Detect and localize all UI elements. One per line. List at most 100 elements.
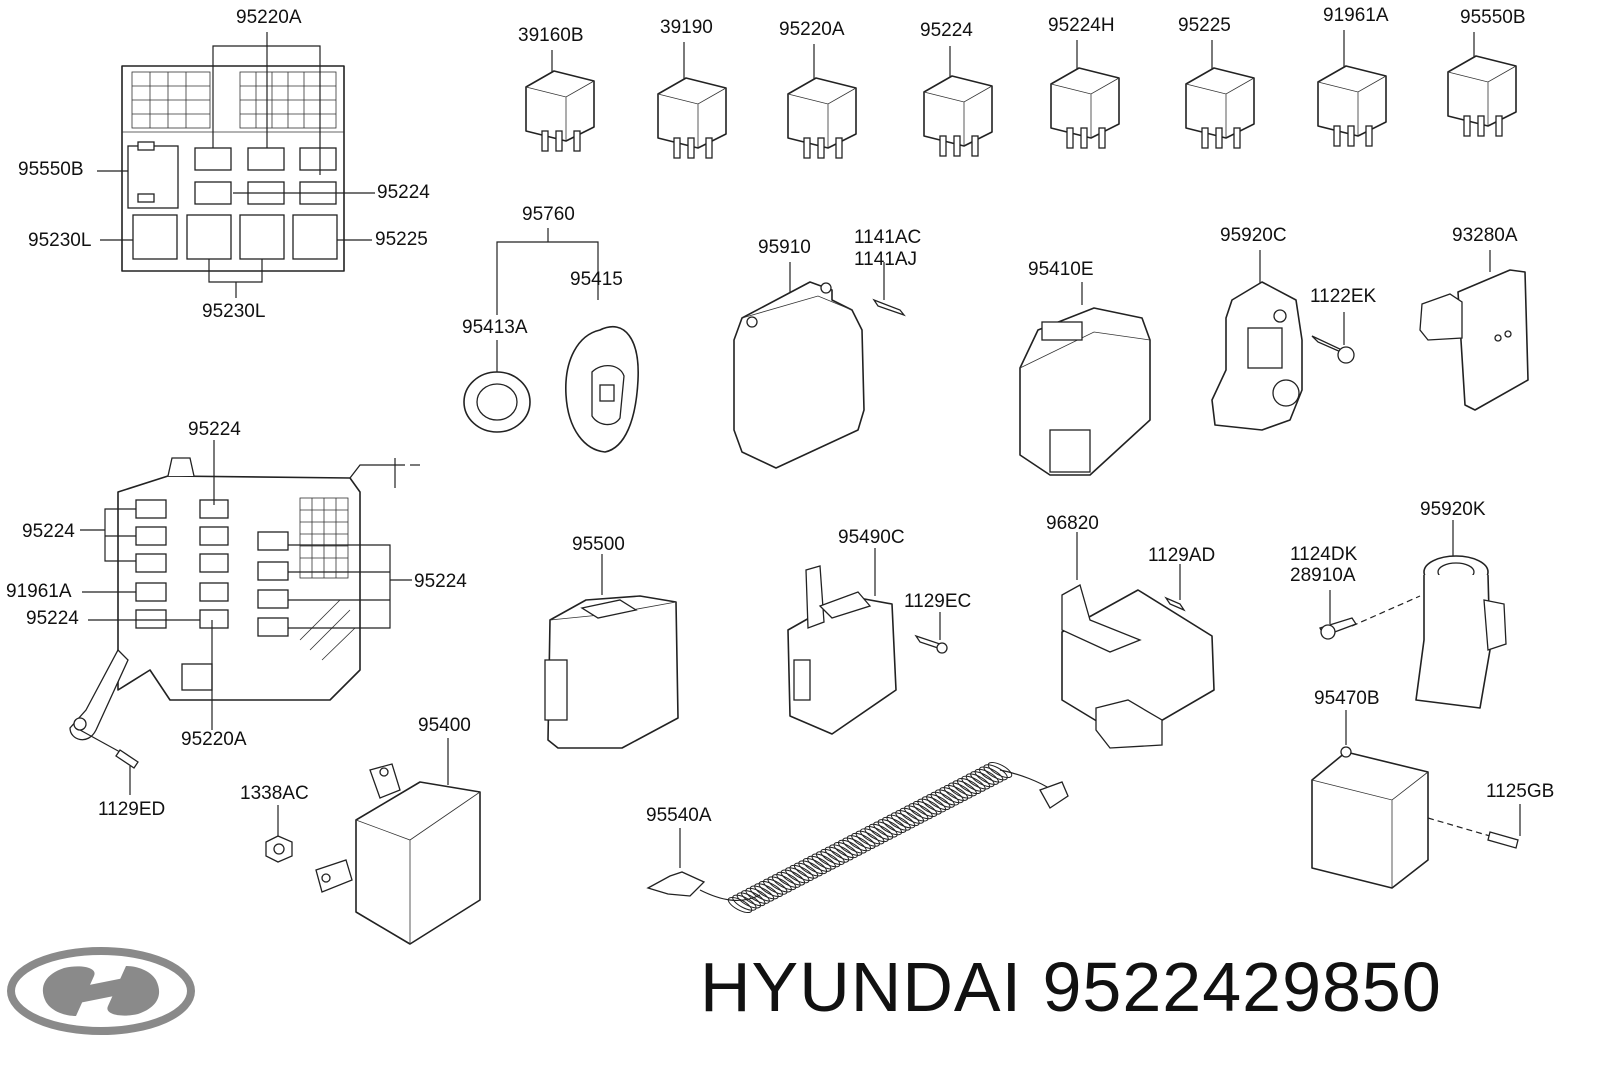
coil-loop — [842, 837, 867, 854]
coil-loop — [970, 771, 995, 788]
coil-loop — [833, 842, 858, 859]
coil-loop — [939, 787, 964, 804]
coil-loop — [877, 819, 903, 836]
coil-loop — [983, 764, 1008, 781]
coil-loop — [815, 851, 841, 868]
coil-loop — [908, 803, 933, 820]
relay-body — [787, 77, 857, 149]
relay-row — [525, 30, 1517, 159]
part-label: 93280A — [1452, 225, 1518, 246]
coil-loop — [899, 807, 925, 824]
part-label: 95224 — [26, 608, 79, 629]
coil-loop — [851, 832, 876, 849]
coil-loop — [855, 830, 881, 847]
relay-edge — [1185, 77, 1255, 138]
part-label: 95410E — [1028, 259, 1094, 280]
relay-pin — [555, 130, 563, 152]
module-96820 — [1061, 532, 1215, 749]
part-label: 1338AC — [240, 783, 309, 804]
coil-loop — [820, 848, 845, 865]
coil-loop — [859, 828, 885, 845]
relay-pin — [1495, 115, 1503, 137]
part-label: 95550B — [1460, 7, 1526, 28]
part-label: 95230L — [202, 301, 266, 322]
coil-loop — [793, 862, 819, 879]
part-label: 95400 — [418, 715, 471, 736]
relay-body — [1317, 65, 1387, 137]
relay-edge — [1050, 77, 1120, 138]
part-label: 1129EC — [904, 591, 972, 612]
part-label: 95910 — [758, 237, 811, 258]
coil-loop — [785, 867, 810, 884]
part-label: 95224 — [414, 571, 467, 592]
coil-loop — [732, 894, 757, 911]
part-label: 1141AJ — [854, 249, 918, 270]
coil-loop — [987, 761, 1013, 779]
relay-pin — [1477, 115, 1485, 137]
coil-loop — [789, 864, 814, 881]
part-label: 95225 — [1178, 15, 1231, 36]
coil-loop — [780, 869, 806, 886]
coil-loop — [771, 874, 797, 891]
relay-body — [1050, 67, 1120, 139]
part-label: 95760 — [522, 204, 575, 225]
coil-loop — [829, 844, 854, 861]
coil-loop — [811, 853, 836, 870]
part-label: 95920K — [1420, 499, 1486, 520]
part-label: 1141AC — [854, 227, 922, 248]
coil-loop — [868, 823, 894, 840]
coil-loop — [736, 892, 762, 909]
junction-box-lower-left — [69, 440, 420, 795]
relay-pin — [1333, 125, 1341, 147]
part-label: 95540A — [646, 805, 712, 826]
relay-body — [923, 75, 993, 147]
part-label: 95224H — [1048, 15, 1115, 36]
remote-fob-group — [463, 228, 639, 453]
relay-edge — [525, 80, 595, 141]
part-label: 95220A — [236, 7, 302, 28]
coil-loop — [921, 796, 947, 813]
brand-part-number: HYUNDAI 9522429850 — [700, 948, 1442, 1026]
cable-coil — [727, 761, 1013, 914]
part-label: 96820 — [1046, 513, 1099, 534]
coil-loop — [846, 835, 872, 852]
part-label: 95413A — [462, 317, 528, 338]
coil-loop — [978, 766, 1004, 783]
coil-loop — [824, 846, 850, 863]
part-label: 1129ED — [98, 799, 166, 820]
relay-pin — [953, 135, 961, 157]
relay-pin — [1201, 127, 1209, 149]
part-label: 95224 — [188, 419, 241, 440]
module-95410e — [1019, 282, 1151, 476]
part-label: 95490C — [838, 527, 905, 548]
relay-pin — [1463, 115, 1471, 137]
relay-pin — [939, 135, 947, 157]
switch-93280a — [1419, 250, 1529, 411]
part-label: 95220A — [181, 729, 247, 750]
coil-loop — [745, 887, 770, 904]
coil-loop — [802, 858, 828, 875]
relay-body — [525, 70, 595, 142]
coil-loop — [886, 814, 911, 831]
relay-pin — [1066, 127, 1074, 149]
part-label: 95224 — [22, 521, 75, 542]
coil-loop — [767, 876, 792, 893]
part-label: 95470B — [1314, 688, 1380, 709]
relay-body — [1447, 55, 1517, 127]
part-label: 39190 — [660, 17, 713, 38]
part-label: 95550B — [18, 159, 84, 180]
part-label: 95500 — [572, 534, 625, 555]
relay-pin — [1098, 127, 1106, 149]
module-95500 — [544, 554, 679, 749]
relay-pin — [541, 130, 549, 152]
relay-pin — [1215, 127, 1223, 149]
coil-loop — [965, 773, 991, 790]
coil-loop — [749, 885, 775, 902]
part-label: 95224 — [377, 182, 430, 203]
coil-loop — [727, 896, 753, 914]
part-label: 95224 — [920, 20, 973, 41]
part-label: 1122EK — [1310, 286, 1377, 307]
coil-loop — [952, 780, 977, 797]
relay-pin — [687, 137, 695, 159]
